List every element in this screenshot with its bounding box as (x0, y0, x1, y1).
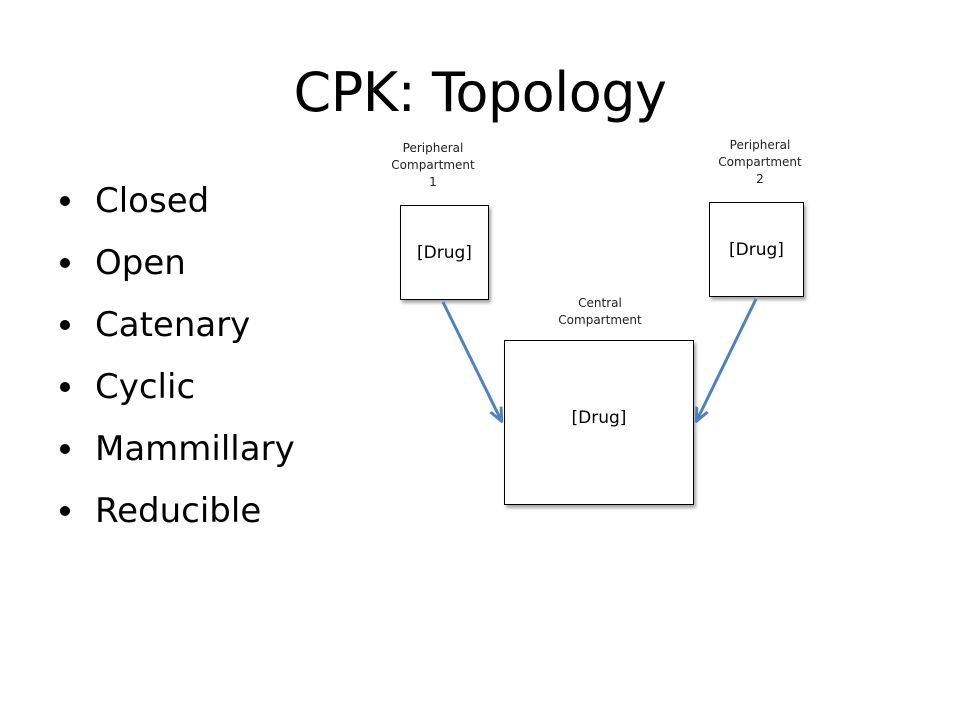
central-compartment-box: [Drug] (504, 340, 694, 505)
label-line: Compartment (391, 158, 475, 172)
bullet-text: Open (95, 243, 186, 283)
peripheral-compartment-2-box: [Drug] (709, 202, 804, 297)
peripheral-compartment-1-box: [Drug] (400, 205, 489, 300)
drug-concentration-text: [Drug] (729, 239, 784, 260)
slide-title: CPK: Topology (293, 61, 667, 124)
bullet-dot-icon (60, 506, 70, 516)
bullet-dot-icon (60, 196, 70, 206)
peripheral-compartment-1-label: Peripheral Compartment 1 (383, 140, 483, 191)
label-line: Peripheral (729, 138, 791, 152)
bullet-dot-icon (60, 258, 70, 268)
label-line: 1 (429, 175, 437, 189)
bullet-text: Closed (95, 181, 210, 221)
label-line: Peripheral (402, 141, 464, 155)
drug-concentration-text: [Drug] (571, 407, 627, 428)
bullet-dot-icon (60, 382, 70, 392)
bullet-item: Closed (60, 170, 295, 232)
label-line: Compartment (558, 313, 642, 327)
drug-concentration-text: [Drug] (417, 242, 472, 263)
label-line: Compartment (718, 155, 802, 169)
bullet-item: Catenary (60, 294, 295, 356)
central-compartment-label: Central Compartment (540, 295, 660, 329)
bullet-text: Cyclic (95, 367, 196, 407)
bullet-item: Reducible (60, 480, 295, 542)
arrow-peripheral-1-to-central (441, 301, 501, 420)
bullet-item: Open (60, 232, 295, 294)
bullet-dot-icon (60, 444, 70, 454)
bullet-text: Mammillary (95, 429, 295, 469)
topology-bullet-list: Closed Open Catenary Cyclic Mammillary R… (60, 170, 295, 542)
bullet-text: Reducible (95, 491, 262, 531)
bullet-item: Mammillary (60, 418, 295, 480)
bullet-text: Catenary (95, 305, 251, 345)
label-line: 2 (756, 172, 764, 186)
arrow-peripheral-2-to-central (697, 298, 758, 420)
bullet-dot-icon (60, 320, 70, 330)
label-line: Central (578, 296, 622, 310)
bullet-item: Cyclic (60, 356, 295, 418)
peripheral-compartment-2-label: Peripheral Compartment 2 (710, 137, 810, 188)
